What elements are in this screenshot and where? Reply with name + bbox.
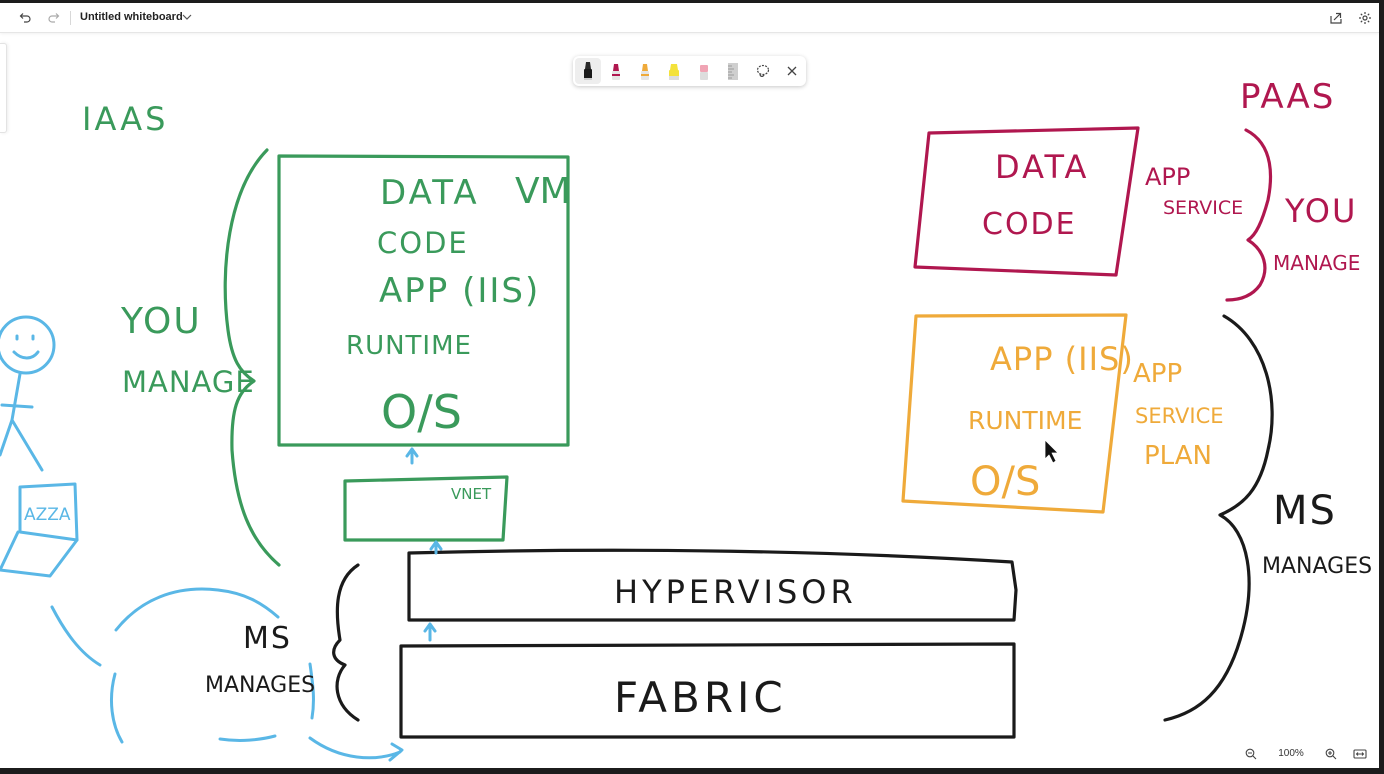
vm-box: [277, 154, 570, 447]
fit-screen-icon: [1353, 749, 1367, 759]
window-frame-bottom: [0, 768, 1384, 774]
green-box-data: DATA: [380, 173, 480, 213]
you-manage-right-bracket: [1225, 128, 1273, 302]
redo-icon: [48, 13, 60, 23]
green-box-code: CODE: [377, 226, 469, 260]
zoom-out-icon: [1245, 748, 1257, 760]
app-service-plan-line3: PLAN: [1144, 441, 1212, 471]
hypervisor-box: [407, 548, 1018, 622]
yellow-pen-tool[interactable]: [632, 58, 658, 84]
user-face: [12, 334, 40, 360]
ms-manages-right-line2: MANAGES: [1262, 554, 1372, 579]
app-service-plan-box: [901, 313, 1128, 514]
share-button[interactable]: [1325, 7, 1347, 29]
share-icon: [1330, 12, 1342, 24]
lasso-icon: [756, 64, 770, 77]
app-service-box: [913, 126, 1140, 277]
iaas-title: IAAS: [82, 100, 168, 138]
highlighter-tool[interactable]: [661, 58, 687, 84]
green-box-app: APP (IIS): [379, 271, 540, 311]
fabric-label: FABRIC: [614, 673, 787, 722]
you-manage-right-line1: YOU: [1284, 192, 1357, 230]
you-manage-left-line1: YOU: [120, 301, 202, 342]
black-pen-tool[interactable]: [575, 58, 601, 84]
orange-box-runtime: RUNTIME: [968, 406, 1082, 435]
whiteboard-canvas[interactable]: IAAS PAAS VM DATA CODE APP (IIS) RUNTIME…: [0, 33, 1379, 768]
zoom-controls: 100%: [1235, 740, 1379, 768]
zoom-in-icon: [1325, 748, 1337, 760]
fabric-box: [399, 642, 1016, 739]
zoom-in-button[interactable]: [1321, 744, 1341, 764]
settings-button[interactable]: [1354, 7, 1376, 29]
you-manage-left-line2: MANAGE: [122, 365, 255, 399]
red-box-code: CODE: [982, 207, 1077, 242]
whiteboard-title[interactable]: Untitled whiteboard: [80, 11, 183, 23]
laptop-label: AZZA: [24, 505, 71, 525]
vm-label: VM: [515, 171, 571, 212]
eraser-icon: [700, 65, 708, 80]
ms-manages-left-line1: MS: [243, 621, 292, 656]
title-menu-button[interactable]: [180, 9, 194, 25]
you-manage-left-bracket: [223, 148, 281, 567]
app-service-line2: SERVICE: [1163, 197, 1243, 219]
green-box-os: O/S: [381, 385, 462, 439]
ms-manages-left-line2: MANAGES: [205, 673, 315, 698]
chevron-down-icon: [182, 14, 192, 20]
app-service-line1: APP: [1145, 163, 1190, 191]
arrow-cloud-to-fabric: [308, 736, 404, 762]
zoom-level[interactable]: 100%: [1278, 748, 1304, 759]
laptop-base: [0, 530, 79, 578]
close-icon: [787, 66, 797, 76]
orange-box-app: APP (IIS): [990, 340, 1134, 378]
app-service-plan-line1: APP: [1133, 359, 1182, 389]
app-service-plan-line2: SERVICE: [1135, 404, 1224, 428]
yellow-pen-icon: [641, 64, 649, 80]
green-box-runtime: RUNTIME: [346, 331, 472, 361]
close-toolbar-button[interactable]: [779, 58, 805, 84]
fit-to-screen-button[interactable]: [1350, 744, 1370, 764]
ms-manages-right-line1: MS: [1273, 488, 1337, 534]
side-panel-tab[interactable]: [0, 43, 7, 133]
arrow-vnet-to-vm: [405, 447, 419, 465]
highlighter-icon: [669, 64, 679, 80]
gear-icon: [1359, 12, 1371, 24]
mouse-pointer-icon: [1044, 439, 1059, 464]
ms-manages-left-bracket: [332, 563, 360, 722]
paas-title: PAAS: [1240, 77, 1335, 117]
red-pen-icon: [612, 64, 620, 80]
ruler-icon: [728, 63, 738, 80]
vnet-box: [343, 475, 509, 542]
user-body: [0, 372, 44, 472]
ruler-tool[interactable]: [720, 58, 746, 84]
pen-toolbar: [573, 56, 806, 86]
toolbar-divider: [70, 11, 71, 25]
undo-button[interactable]: [14, 7, 36, 29]
window-frame-right: [1379, 0, 1384, 774]
you-manage-right-line2: MANAGE: [1273, 251, 1360, 275]
user-head: [0, 315, 56, 375]
arrow-hypervisor-to-vnet: [429, 540, 443, 555]
red-box-data: DATA: [995, 148, 1089, 186]
window-frame-top: [0, 0, 1384, 3]
eraser-tool[interactable]: [691, 58, 717, 84]
lasso-tool[interactable]: [750, 58, 776, 84]
redo-button[interactable]: [43, 7, 65, 29]
undo-icon: [19, 13, 31, 23]
orange-box-os: O/S: [970, 459, 1040, 505]
top-app-bar: Untitled whiteboard: [0, 3, 1379, 33]
hypervisor-label: HYPERVISOR: [614, 573, 857, 611]
red-pen-tool[interactable]: [603, 58, 629, 84]
cloud-outline: [50, 587, 315, 744]
arrow-fabric-to-hypervisor: [423, 622, 437, 642]
black-pen-icon: [584, 62, 592, 80]
ms-manages-right-bracket: [1163, 314, 1274, 722]
vnet-label: VNET: [451, 485, 492, 503]
zoom-out-button[interactable]: [1241, 744, 1261, 764]
